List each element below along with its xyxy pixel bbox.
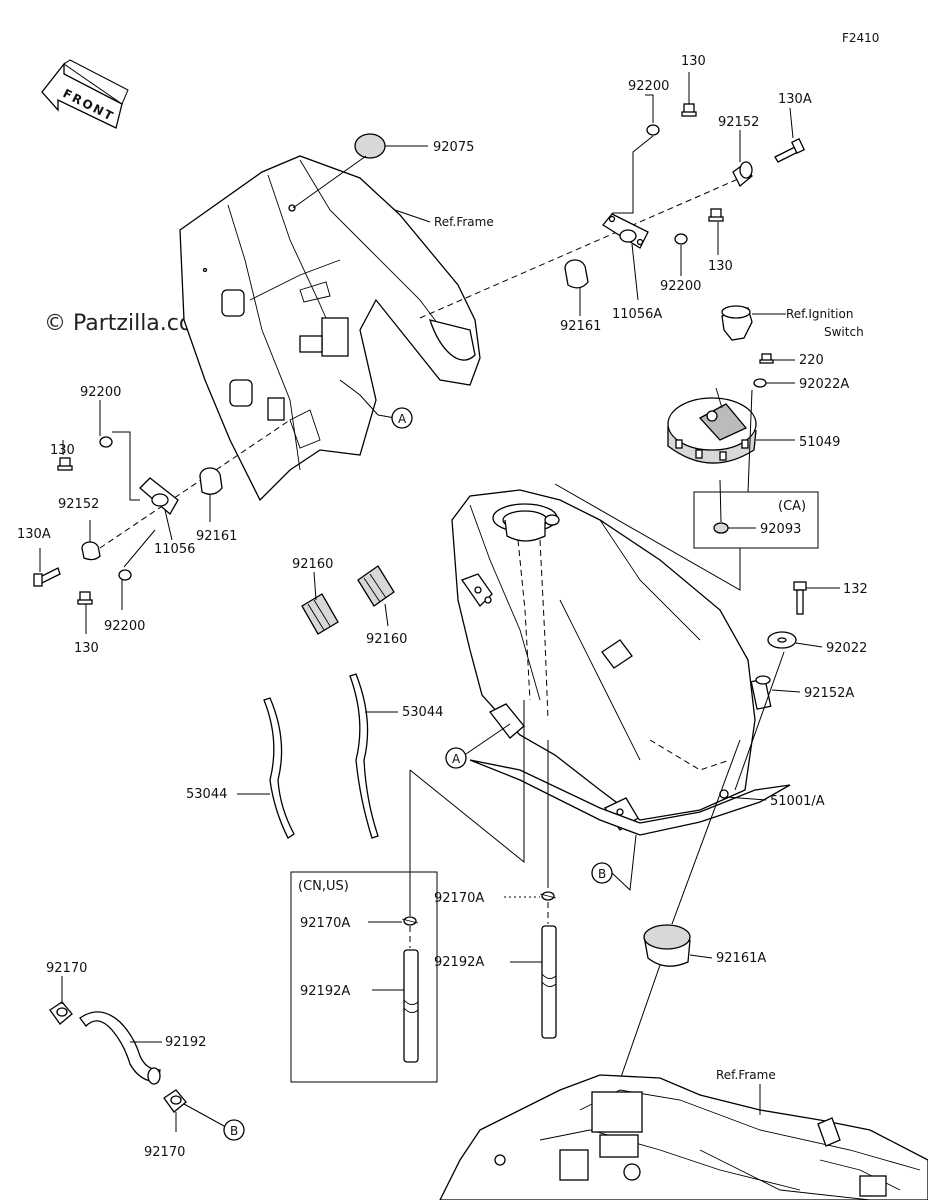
label-ref-frame-top: Ref.Frame xyxy=(434,215,494,229)
front-arrow-icon: FRONT xyxy=(41,59,129,129)
label-92161-top: 92161 xyxy=(560,319,601,334)
washer-92200-mid xyxy=(674,233,688,245)
washer-92200-left-bot xyxy=(118,569,132,581)
washer-92200-top xyxy=(646,124,660,136)
bolt-130A-left xyxy=(33,567,61,587)
pad-92160-a xyxy=(301,593,339,635)
fuel-cap-51049 xyxy=(667,397,757,464)
bracket-11056 xyxy=(139,477,179,516)
collar-92152A xyxy=(750,675,772,710)
label-92161A: 92161A xyxy=(716,951,766,966)
label-220: 220 xyxy=(799,353,824,368)
figure-code: F2410 xyxy=(842,31,879,45)
screw-220 xyxy=(759,353,774,364)
callout-b-tank-letter: B xyxy=(598,867,606,881)
label-53044-right: 53044 xyxy=(402,705,443,720)
clip-92170-bot xyxy=(163,1089,187,1113)
callout-b-hose xyxy=(223,1119,245,1141)
label-130A-left: 130A xyxy=(17,527,51,542)
grommet-92161-left xyxy=(199,467,223,495)
clip-92170-top xyxy=(49,1001,73,1025)
label-53044-left: 53044 xyxy=(186,787,227,802)
washer-92022 xyxy=(767,631,797,649)
bolt-130A-top xyxy=(774,138,806,163)
bolt-130-top xyxy=(681,103,697,117)
label-92152A: 92152A xyxy=(804,686,854,701)
label-ref-ignition-2: Switch xyxy=(824,325,864,339)
label-51049: 51049 xyxy=(799,435,840,450)
bolt-132 xyxy=(793,581,807,615)
damper-92161A xyxy=(643,924,691,967)
lower-frame-drawing xyxy=(439,1074,928,1200)
upper-frame-drawing xyxy=(179,155,481,502)
bolt-130-left xyxy=(57,457,73,471)
label-130-left-top: 130 xyxy=(50,443,75,458)
label-92152-top: 92152 xyxy=(718,115,759,130)
label-92200-left-bot: 92200 xyxy=(104,619,145,634)
label-92170-bot: 92170 xyxy=(144,1145,185,1160)
label-92093: 92093 xyxy=(760,522,801,537)
label-92170-top: 92170 xyxy=(46,961,87,976)
label-92200-left: 92200 xyxy=(80,385,121,400)
hose-92192A-box xyxy=(403,949,419,1063)
grommet-92161-top xyxy=(564,259,589,289)
label-92192A-box: 92192A xyxy=(300,984,350,999)
clip-92170A-mid xyxy=(539,891,557,901)
label-92160-a: 92160 xyxy=(292,557,333,572)
label-130-left-bot: 130 xyxy=(74,641,99,656)
label-92192A-mid: 92192A xyxy=(434,955,484,970)
clip-92170A-box xyxy=(401,916,419,926)
label-130A-top: 130A xyxy=(778,92,812,107)
plug-cap-92075 xyxy=(354,133,386,159)
tank-bottom-plate xyxy=(469,759,791,836)
label-51001A: 51001/A xyxy=(770,794,825,809)
label-92200-mid: 92200 xyxy=(660,279,701,294)
label-92200-top: 92200 xyxy=(628,79,669,94)
pad-92160-b xyxy=(357,565,395,607)
valve-92093 xyxy=(713,522,729,534)
label-ref-ignition-1: Ref.Ignition xyxy=(786,307,853,321)
callout-a-tank xyxy=(445,747,467,769)
label-92161-left: 92161 xyxy=(196,529,237,544)
label-92022A: 92022A xyxy=(799,377,849,392)
label-11056A: 11056A xyxy=(612,307,662,322)
hose-92192A-mid xyxy=(541,925,557,1039)
label-92022: 92022 xyxy=(826,641,867,656)
fuel-tank-51001A xyxy=(451,489,756,831)
callout-b-hose-letter: B xyxy=(230,1124,238,1138)
washer-92022A xyxy=(753,378,767,388)
ca-variant-box xyxy=(693,491,819,549)
label-92075: 92075 xyxy=(433,140,474,155)
ignition-switch-ref xyxy=(721,305,753,341)
bolt-130-mid xyxy=(708,208,724,222)
collar-92152-left xyxy=(81,541,101,561)
label-92160-b: 92160 xyxy=(366,632,407,647)
label-ca: (CA) xyxy=(778,499,806,514)
strip-53044-right xyxy=(349,673,379,839)
label-132: 132 xyxy=(843,582,868,597)
hose-92192 xyxy=(79,1011,161,1085)
cnus-variant-box xyxy=(290,871,438,1083)
label-92152-left: 92152 xyxy=(58,497,99,512)
label-cnus: (CN,US) xyxy=(298,879,349,894)
label-ref-frame-bottom: Ref.Frame xyxy=(716,1068,776,1082)
label-130-top: 130 xyxy=(681,54,706,69)
bolt-130-left-bot xyxy=(77,591,93,605)
label-92192: 92192 xyxy=(165,1035,206,1050)
strip-53044-left xyxy=(263,697,295,839)
callout-a-top-letter: A xyxy=(398,412,407,426)
washer-92200-left xyxy=(99,436,113,448)
label-11056: 11056 xyxy=(154,542,195,557)
callout-a-top xyxy=(391,407,413,429)
label-130-mid: 130 xyxy=(708,259,733,274)
callout-a-tank-letter: A xyxy=(452,752,461,766)
label-92170A-box: 92170A xyxy=(300,916,350,931)
bracket-11056A xyxy=(602,213,649,249)
collar-92152-top xyxy=(732,161,753,188)
label-92170A-mid: 92170A xyxy=(434,891,484,906)
